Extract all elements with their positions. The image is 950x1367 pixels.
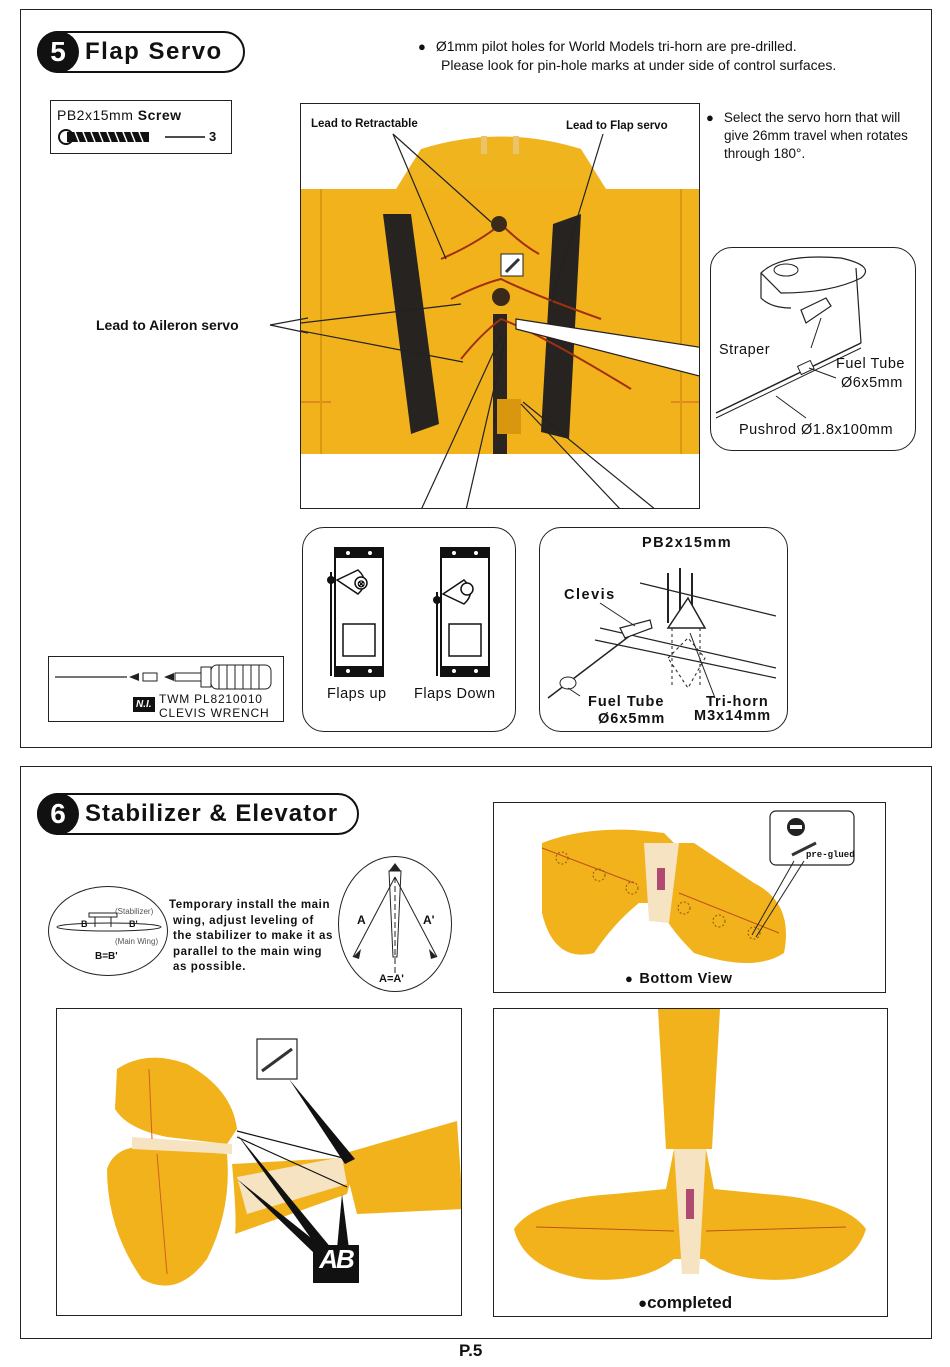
label-b-eq: B=B': [95, 951, 118, 962]
wing-underside-photo: Lead to Retractable Lead to Flap servo: [300, 103, 700, 509]
instruction-line2: wing, adjust leveling of: [173, 914, 314, 927]
screw-qty: 3: [209, 129, 217, 144]
step6-instruction: Temporary install the main wing, adjust …: [169, 898, 333, 976]
label-pushrod: Pushrod Ø1.8x100mm: [739, 422, 894, 438]
step5-number: 5: [37, 31, 79, 73]
label-lead-retract: Lead to Retractable: [311, 118, 418, 130]
tool-badge: N.I.: [133, 697, 155, 712]
clevis-wrench-icon: [55, 664, 272, 690]
trihorn-detail: PB2x15mm Clevis Fuel Tube Ø6x5mm Tri-hor…: [539, 527, 788, 732]
label-lead-flap: Lead to Flap servo: [566, 120, 668, 132]
instruction-line4: parallel to the main wing: [173, 945, 323, 958]
wing-photo-illustration: [301, 104, 699, 508]
screw-size: PB2x15mm: [57, 107, 134, 123]
label-aileron-servo: Lead to Aileron servo: [96, 317, 239, 333]
label-ab: AB: [319, 1244, 355, 1274]
step6-frame: [20, 766, 932, 1339]
tool-box: N.I. TWM PL8210010 CLEVIS WRENCH: [48, 656, 284, 722]
bottom-view-photo: pre-glued ●Bottom View: [493, 802, 886, 993]
label-trihorn-size: M3x14mm: [694, 708, 772, 724]
label-bottom-view: ●Bottom View: [625, 971, 733, 987]
instruction-line3: the stabilizer to make it as: [173, 930, 333, 942]
step5-note-horn: Select the servo horn that will give 26m…: [706, 109, 932, 163]
level-diagram-top: A A' A=A': [338, 856, 452, 992]
note-horn-line2: give 26mm travel when rotates: [724, 128, 908, 143]
stabilizer-install-illustration: [107, 1038, 461, 1286]
step6-title-badge: 6 Stabilizer & Elevator: [37, 793, 359, 835]
label-a-eq: A=A': [379, 973, 404, 985]
step5-title-badge: 5 Flap Servo: [37, 31, 245, 73]
instruction-line5: as possible.: [173, 961, 247, 973]
label-straper: Straper: [719, 342, 771, 358]
step6-title: Stabilizer & Elevator: [85, 800, 339, 827]
label-horn-screw: PB2x15mm: [642, 535, 733, 551]
tool-code: TWM PL8210010: [159, 692, 263, 706]
instruction-line1: Temporary install the main: [169, 899, 331, 911]
level-side-illustration: [56, 912, 162, 932]
step5-title: Flap Servo: [85, 38, 223, 65]
label-horn-fuel-tube-size: Ø6x5mm: [598, 711, 666, 727]
servo-illustration: ⊗: [327, 547, 490, 677]
label-completed: ●completed: [638, 1293, 733, 1312]
label-fuel-tube: Fuel Tube: [836, 356, 905, 372]
aileron-leader-lines: [269, 317, 308, 334]
completed-text: completed: [647, 1293, 733, 1312]
level-top-illustration: [352, 863, 438, 975]
step5-note-holes: Ø1mm pilot holes for World Models tri-ho…: [418, 37, 928, 75]
label-a-prime: A': [423, 913, 435, 927]
label-b: B: [81, 919, 88, 929]
note-holes-line1: Ø1mm pilot holes for World Models tri-ho…: [418, 37, 928, 56]
tool-name: CLEVIS WRENCH: [159, 706, 270, 720]
label-flaps-down: Flaps Down: [414, 686, 496, 702]
label-a: A: [357, 913, 366, 927]
note-holes-line2: Please look for pin-hole marks at under …: [441, 57, 837, 73]
level-diagram-side: (Stabilizer) B B' (Main Wing) B=B': [48, 886, 168, 976]
note-horn-line1: Select the servo horn that will: [706, 109, 932, 127]
label-fuel-tube-size: Ø6x5mm: [841, 375, 903, 391]
label-horn-fuel-tube: Fuel Tube: [588, 694, 665, 710]
trihorn-illustration: [547, 568, 777, 699]
svg-text:⊗: ⊗: [357, 579, 365, 590]
stabilizer-install-photo: AB: [56, 1008, 462, 1316]
label-flaps-up: Flaps up: [327, 686, 387, 702]
label-trihorn: Tri-horn: [706, 694, 769, 710]
step6-number: 6: [37, 793, 79, 835]
label-pre-glued: pre-glued: [806, 850, 855, 860]
completed-photo: ●completed: [493, 1008, 888, 1317]
completed-illustration: [514, 1009, 866, 1280]
servo-detail: ⊗ Flaps up Flaps Down: [302, 527, 516, 732]
label-main-wing: (Main Wing): [115, 937, 159, 946]
label-b-prime: B': [129, 919, 138, 929]
label-stabilizer: (Stabilizer): [115, 907, 154, 916]
screw-name: Screw: [137, 107, 182, 123]
screw-box: PB2x15mm Screw 3: [50, 100, 232, 154]
note-horn-line3: through 180°.: [724, 146, 806, 161]
pushrod-illustration: [715, 256, 866, 419]
bottom-view-text: Bottom View: [639, 971, 733, 987]
page-number: P.5: [459, 1341, 483, 1360]
bottom-view-illustration: [541, 810, 855, 963]
screw-icon: [58, 129, 205, 145]
step5-frame: [20, 9, 932, 748]
pushrod-detail: Straper Fuel Tube Ø6x5mm Pushrod Ø1.8x10…: [710, 247, 916, 451]
label-clevis: Clevis: [564, 587, 616, 603]
